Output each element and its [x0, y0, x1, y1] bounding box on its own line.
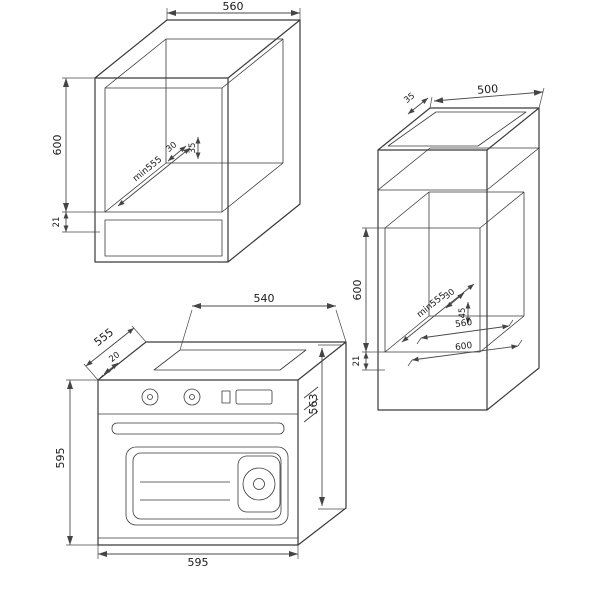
dim-label-tall-top-gap: 35	[402, 91, 417, 106]
dim-tall-niche-height: 600	[351, 227, 385, 353]
dim-label-oven-front-height: 595	[54, 448, 67, 469]
dim-tall-shelf-depth: 560	[416, 318, 514, 345]
dim-tall-top-gap: 35	[402, 91, 429, 115]
dim-label-oven-front-width: 595	[188, 556, 209, 569]
oven-fan-housing	[237, 455, 281, 513]
oven-knob-left	[141, 388, 159, 406]
dim-oven-top-width: 540	[179, 292, 347, 351]
dim-tall-gap-rear-line	[445, 292, 465, 309]
dim-tall-gap-rear: 30	[442, 287, 465, 309]
dim-tall-top-width: 500	[429, 82, 545, 109]
dim-base-height-ext	[62, 77, 105, 213]
dim-oven-depth-ext	[83, 325, 147, 381]
dim-tall-total-depth-ext	[407, 339, 523, 367]
base-cabinet-drawing: 560 600 21 min555 30 35	[51, 0, 301, 263]
oven-knob-left-center	[147, 394, 153, 400]
oven-fan	[242, 467, 276, 501]
dim-tall-top-gap-line	[407, 97, 429, 115]
dim-oven-front-width: 595	[97, 545, 299, 569]
oven-window-inner	[132, 452, 282, 520]
dim-label-base-depth: min555	[131, 155, 164, 184]
oven-button	[221, 390, 231, 404]
dim-label-oven-side-height: 563	[307, 394, 320, 415]
oven-knob-right	[183, 388, 201, 406]
base-cabinet-outline	[94, 19, 301, 263]
oven-display	[235, 389, 273, 405]
dim-label-oven-top-width: 540	[254, 292, 275, 305]
dim-base-plinth: 21	[52, 212, 100, 233]
dim-oven-setback-line	[103, 362, 119, 375]
oven-knob-right-center	[189, 394, 195, 400]
dim-oven-setback: 20	[97, 350, 122, 381]
dim-tall-shelf-depth-line	[420, 324, 510, 340]
dim-oven-side-height-ext	[318, 344, 344, 510]
dim-oven-depth-line	[85, 327, 135, 367]
dim-label-tall-plinth: 21	[352, 356, 362, 367]
tall-cabinet-outline	[377, 107, 540, 411]
dim-oven-side-height: 563	[307, 344, 344, 510]
dim-base-height: 600	[51, 77, 105, 213]
dim-label-tall-total-depth: 600	[455, 341, 474, 353]
oven-window-outer	[125, 446, 289, 526]
oven-outline	[97, 341, 347, 546]
oven-top-recess	[153, 349, 307, 371]
dim-base-gap-rear: 30	[164, 140, 187, 162]
oven-handle	[111, 422, 285, 435]
dim-base-depth: min555	[117, 147, 191, 207]
oven-drawing: 540 555 20 563 595 595	[54, 292, 347, 569]
oven-rack-lines	[140, 481, 230, 501]
dim-label-base-height: 600	[51, 135, 64, 156]
oven-fan-hub	[253, 478, 265, 490]
dim-label-base-gap-rear: 30	[164, 140, 179, 155]
oven-side-vents	[303, 386, 319, 423]
dim-tall-total-depth-line	[411, 344, 519, 362]
dim-oven-setback-ext	[97, 374, 104, 381]
tall-cabinet-drawing: 35 500 600 21 min555 30 45	[351, 82, 545, 411]
dim-oven-front-height: 595	[54, 379, 98, 546]
dim-oven-front-height-ext	[66, 379, 98, 546]
dim-base-gap-vent: 35	[188, 137, 201, 159]
dim-tall-plinth: 21	[352, 352, 385, 371]
dim-oven-top-width-ext	[179, 309, 347, 351]
dim-tall-shelf-depth-ext	[416, 319, 514, 345]
dim-tall-total-depth: 600	[407, 339, 523, 367]
dim-tall-gap-vent: 45	[458, 302, 471, 324]
dim-label-base-gap-vent: 35	[188, 143, 198, 154]
dim-base-gap-rear-line	[167, 145, 187, 162]
dim-base-width: 560	[166, 0, 301, 20]
dim-tall-top-width-line	[433, 89, 544, 104]
dim-label-base-plinth: 21	[52, 217, 62, 228]
dim-base-depth-line	[117, 147, 191, 207]
dim-label-tall-niche-height: 600	[351, 280, 364, 301]
dim-tall-niche-height-ext	[362, 227, 385, 353]
dim-label-tall-shelf-depth: 560	[455, 318, 474, 330]
dim-label-tall-gap-vent: 45	[458, 308, 468, 319]
dim-label-tall-top-width: 500	[477, 82, 499, 97]
dim-label-base-width: 560	[223, 0, 244, 13]
